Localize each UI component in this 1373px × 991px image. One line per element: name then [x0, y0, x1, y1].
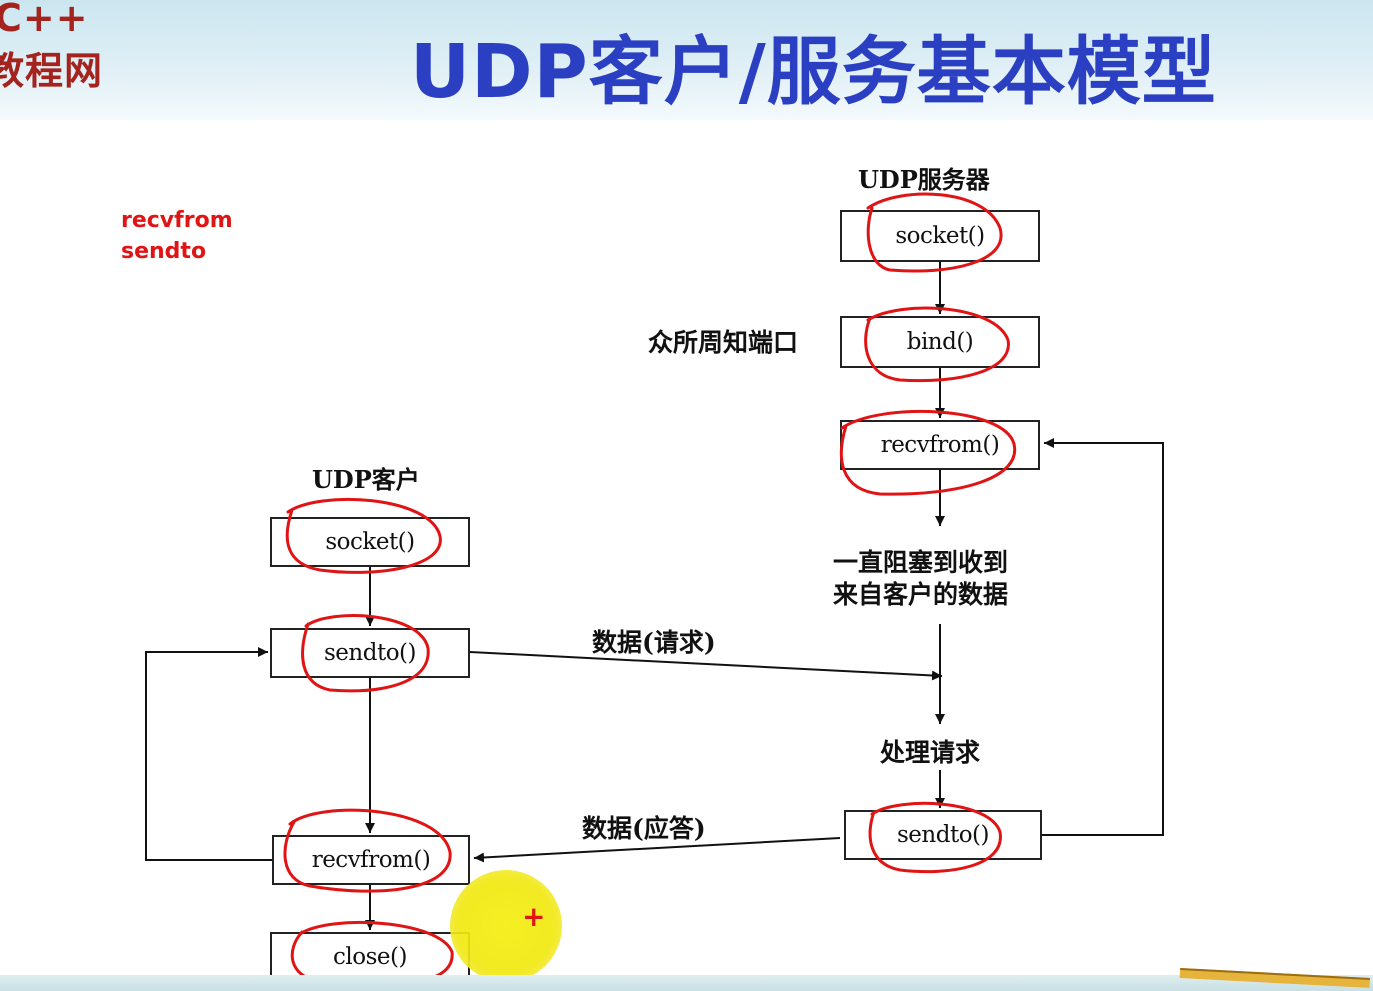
server-socket-box: socket()	[840, 210, 1040, 262]
reply-data-label: 数据(应答)	[582, 814, 706, 843]
plus-icon: +	[522, 900, 546, 933]
client-recvfrom-box: recvfrom()	[272, 835, 470, 885]
slide-header	[0, 0, 1373, 120]
server-recvfrom-box: recvfrom()	[840, 420, 1040, 470]
server-loop-connector	[1042, 438, 1164, 836]
slide-title: UDP客户/服务基本模型	[410, 29, 1217, 115]
cursor-highlight-icon	[450, 870, 562, 982]
logo-text-top: C++	[0, 0, 89, 40]
client-socket-box: socket()	[270, 517, 470, 567]
request-data-label: 数据(请求)	[592, 628, 716, 657]
client-loop-connector	[145, 647, 272, 861]
note-sendto: sendto	[121, 239, 207, 264]
server-bind-box: bind()	[840, 316, 1040, 368]
bottom-strip	[0, 975, 1373, 991]
client-heading: UDP客户	[312, 465, 420, 494]
process-request-label: 处理请求	[880, 738, 981, 767]
blocking-label-line2: 来自客户的数据	[833, 580, 1009, 609]
client-sendto-box: sendto()	[270, 628, 470, 678]
note-recvfrom: recvfrom	[121, 208, 233, 233]
blocking-label-line1: 一直阻塞到收到	[833, 548, 1009, 577]
server-heading: UDP服务器	[858, 165, 990, 194]
logo-text-bottom: 教程网	[0, 49, 104, 93]
well-known-port-label: 众所周知端口	[648, 328, 799, 357]
site-logo: C++ 教程网	[0, 0, 130, 100]
server-sendto-box: sendto()	[844, 810, 1042, 860]
